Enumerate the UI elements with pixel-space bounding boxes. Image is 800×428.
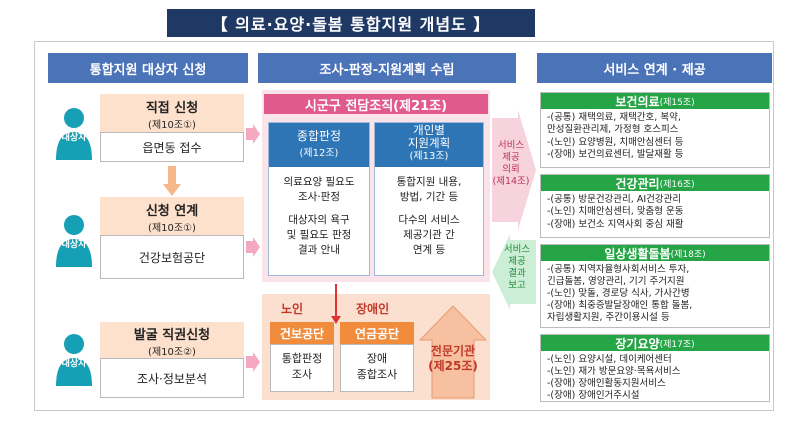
service-long-term-care: 장기요양(제17조) -(노인) 요양시설, 데이케어센터 -(노인) 재가 방… bbox=[540, 334, 770, 402]
column-header-applicants: 통합지원 대상자 신청 bbox=[48, 53, 248, 83]
nhis-task: 통합판정 조사 bbox=[270, 344, 334, 392]
arrow-up-icon bbox=[418, 305, 488, 399]
judgement-text: 의료요양 필요도 조사·판정 대상자의 욕구 및 필요도 판정 결과 안내 bbox=[283, 176, 355, 256]
service-health-care: 보건의료(제15조) -(공통) 재택의료, 재택간호, 복약, 만성질환관리제… bbox=[540, 92, 770, 168]
service-items: -(노인) 요양시설, 데이케어센터 -(노인) 재가 방문요양·목욕서비스 -… bbox=[547, 354, 681, 401]
service-items: -(공통) 방문건강관리, AI건강관리 -(노인) 치매안심센터, 맞춤형 운… bbox=[547, 194, 684, 230]
expert-arrow: 전문기관 (제25조) bbox=[416, 300, 490, 400]
plan-text: 통합지원 내용, 방법, 기간 등 다수의 서비스 제공기관 간 연계 등 bbox=[396, 176, 462, 256]
report-arrow: 서비스 제공 결과 보고 bbox=[492, 234, 536, 310]
disabled-label: 장애인 bbox=[356, 302, 390, 316]
person-icon bbox=[56, 108, 92, 160]
column-header-services: 서비스 연계 · 제공 bbox=[537, 53, 772, 83]
nps-task: 장애 종합조사 bbox=[340, 344, 414, 392]
arrow-right-icon bbox=[246, 124, 260, 144]
apply-link-office: 건강보험공단 bbox=[100, 235, 244, 279]
diagram-title: 【 의료·요양·돌봄 통합지원 개념도 】 bbox=[167, 9, 535, 37]
apply-discover-office: 조사·정보분석 bbox=[100, 358, 244, 398]
arrow-right-icon bbox=[246, 352, 260, 372]
report-label: 서비스 제공 결과 보고 bbox=[503, 244, 531, 291]
person-label: 대상자 bbox=[61, 359, 87, 369]
arrow-right-icon bbox=[246, 237, 260, 257]
arrow-down-icon bbox=[163, 166, 181, 196]
nps-header: 연금공단 bbox=[340, 322, 414, 344]
apply-discover-law: (제10조②) bbox=[148, 347, 196, 358]
plan-header: 개인별 지원계획 (제13조) bbox=[375, 123, 483, 167]
municipal-org-title: 시군구 전담조직(제21조) bbox=[264, 94, 488, 114]
expert-label: 전문기관 (제25조) bbox=[428, 344, 478, 373]
arrow-right-icon bbox=[492, 110, 536, 230]
column-header-assessment: 조사-판정-지원계획 수립 bbox=[258, 53, 516, 83]
apply-discover-title: 발굴 직권신청 bbox=[133, 328, 211, 343]
service-health-management: 건강관리(제16조) -(공통) 방문건강관리, AI건강관리 -(노인) 치매… bbox=[540, 174, 770, 238]
request-arrow: 서비스 제공 의뢰 (제14조) bbox=[492, 110, 536, 230]
apply-link-title: 신청 연계 bbox=[145, 204, 199, 219]
person-icon bbox=[56, 215, 92, 267]
person-icon bbox=[56, 334, 92, 386]
judgement-header: 종합판정 (제12조) bbox=[269, 123, 369, 167]
applicant-1: 대상자 bbox=[52, 104, 96, 164]
apply-direct-header: 직접 신청 (제10조①) bbox=[100, 94, 244, 132]
apply-direct-law: (제10조①) bbox=[148, 120, 196, 131]
service-title: 일상생활돌봄(제18조) bbox=[541, 245, 769, 261]
request-label: 서비스 제공 의뢰 (제14조) bbox=[492, 140, 530, 187]
judgement-box: 종합판정 (제12조) 의료요양 필요도 조사·판정 대상자의 욕구 및 필요도… bbox=[268, 122, 370, 276]
arrow-left-icon bbox=[492, 234, 536, 310]
arrow-down-icon bbox=[329, 284, 343, 324]
service-title: 보건의료(제15조) bbox=[541, 93, 769, 109]
service-daily-care: 일상생활돌봄(제18조) -(공통) 지역자율형사회서비스 투자, 긴급돌봄, … bbox=[540, 244, 770, 328]
elder-label: 노인 bbox=[281, 302, 304, 316]
diagram-frame bbox=[34, 41, 774, 411]
service-items: -(공통) 재택의료, 재택간호, 복약, 만성질환관리제, 가정형 호스피스 … bbox=[547, 112, 684, 161]
service-title: 건강관리(제16조) bbox=[541, 175, 769, 191]
apply-link-header: 신청 연계 (제10조①) bbox=[100, 197, 244, 235]
apply-discover-header: 발굴 직권신청 (제10조②) bbox=[100, 322, 244, 358]
plan-box: 개인별 지원계획 (제13조) 통합지원 내용, 방법, 기간 등 다수의 서비… bbox=[374, 122, 484, 276]
service-title: 장기요양(제17조) bbox=[541, 335, 769, 351]
applicant-2: 대상자 bbox=[52, 211, 96, 271]
service-items: -(공통) 지역자율형사회서비스 투자, 긴급돌봄, 영양관리, 기기 주거지원… bbox=[547, 264, 693, 323]
apply-direct-title: 직접 신청 bbox=[145, 101, 199, 116]
apply-link-law: (제10조①) bbox=[148, 223, 196, 234]
applicant-3: 대상자 bbox=[52, 330, 96, 390]
apply-direct-office: 읍면동 접수 bbox=[100, 132, 244, 162]
person-label: 대상자 bbox=[61, 240, 87, 250]
nhis-header: 건보공단 bbox=[270, 322, 334, 344]
person-label: 대상자 bbox=[61, 133, 87, 143]
